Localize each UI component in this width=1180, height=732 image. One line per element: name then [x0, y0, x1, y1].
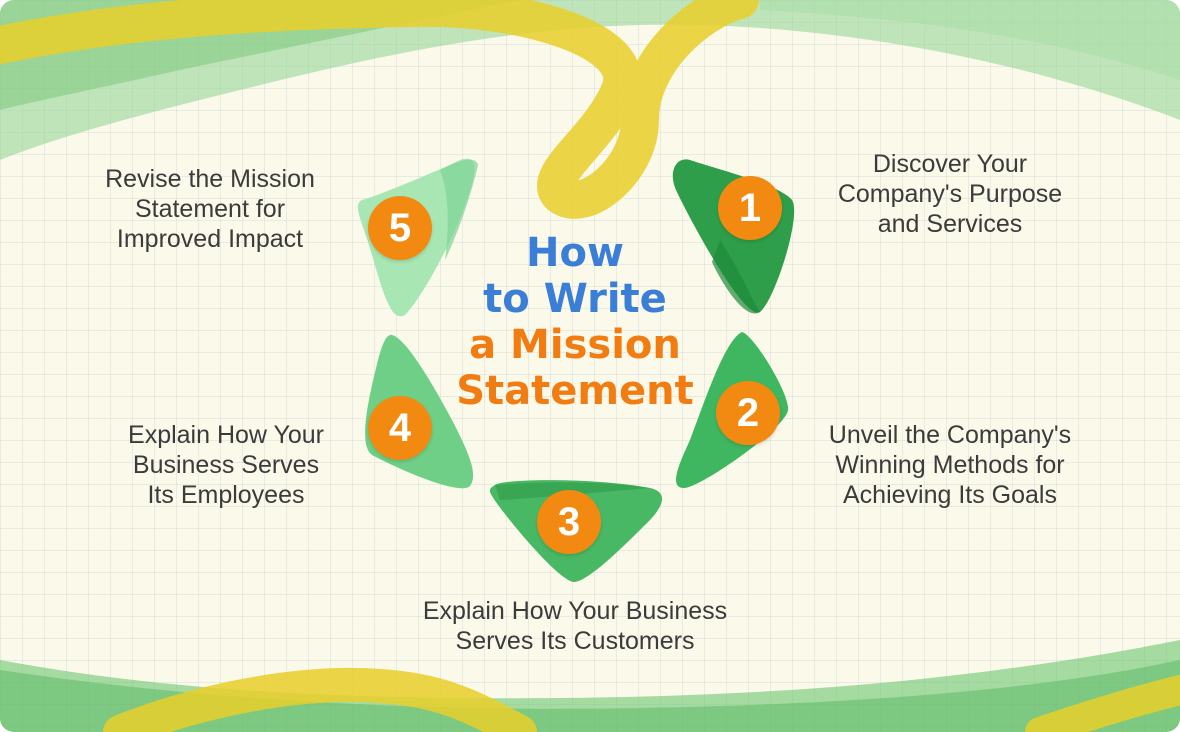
bottom-right-yellow-ribbon — [1025, 675, 1180, 732]
step-3-label-line: Serves Its Customers — [455, 627, 695, 655]
step-1-label-line: and Services — [877, 210, 1023, 238]
step-5-label: Revise the Mission Statement for Improve… — [70, 164, 350, 254]
step-1-label: Discover Your Company's Purpose and Serv… — [800, 149, 1100, 239]
bottom-green-wash-light — [0, 660, 1180, 732]
step-5-shape-shade — [440, 159, 478, 260]
step-3-label-line: Explain How Your Business — [422, 597, 728, 625]
step-2-label-line: Unveil the Company's — [828, 421, 1072, 449]
step-1-shape-shade — [712, 240, 760, 314]
bottom-green-wash — [0, 640, 1180, 732]
step-3-badge: 3 — [537, 490, 601, 554]
title-line-3: a Mission — [469, 322, 681, 368]
step-4-label-line: Business Serves — [132, 451, 320, 479]
step-4-badge: 4 — [368, 396, 432, 460]
step-1-label-line: Company's Purpose — [837, 180, 1063, 208]
top-right-green-wash — [760, 0, 1180, 80]
top-green-wash — [0, 0, 1180, 160]
step-5-label-line: Statement for — [134, 195, 286, 223]
diagram-title: How to Write a Mission Statement — [440, 230, 710, 414]
title-line-1: How — [526, 230, 624, 276]
step-4-label: Explain How Your Business Serves Its Emp… — [96, 420, 356, 510]
step-4-label-line: Its Employees — [147, 481, 305, 509]
step-1-label-line: Discover Your — [872, 150, 1028, 178]
step-5-badge: 5 — [368, 196, 432, 260]
step-5-label-line: Improved Impact — [116, 225, 304, 253]
title-line-4: Statement — [456, 368, 694, 414]
step-4-label-line: Explain How Your — [128, 421, 324, 449]
step-5-label-line: Revise the Mission — [105, 165, 315, 193]
step-2-label-line: Achieving Its Goals — [843, 481, 1057, 509]
step-3-label: Explain How Your Business Serves Its Cus… — [380, 596, 770, 656]
step-2-label: Unveil the Company's Winning Methods for… — [800, 420, 1100, 510]
step-2-label-line: Winning Methods for — [835, 451, 1065, 479]
bottom-yellow-ribbon — [103, 667, 537, 732]
step-1-badge: 1 — [718, 176, 782, 240]
top-yellow-ribbon — [0, 0, 759, 219]
step-2-badge: 2 — [716, 381, 780, 445]
title-line-2: to Write — [483, 276, 667, 322]
